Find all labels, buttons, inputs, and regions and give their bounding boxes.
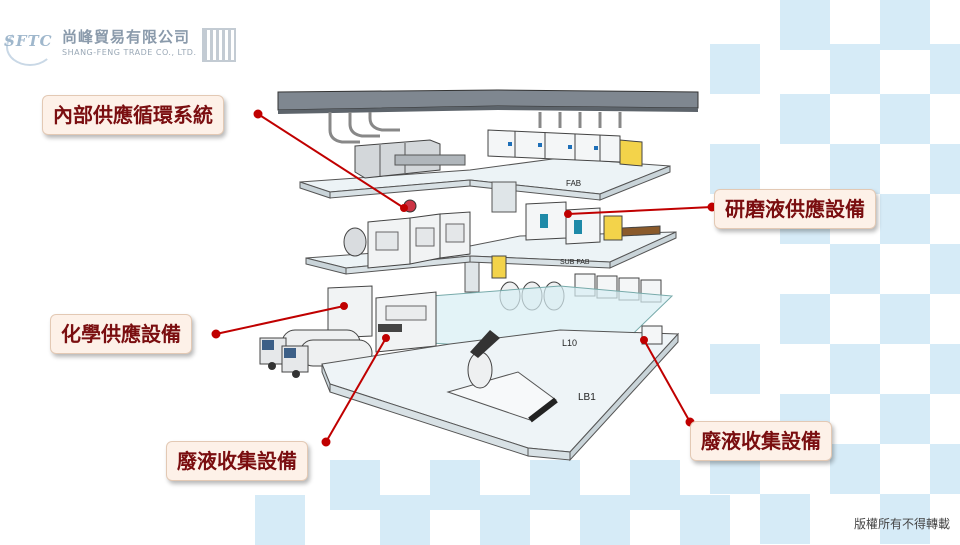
qr-code-icon — [202, 28, 236, 62]
ceiling-duct — [277, 89, 699, 114]
fab-tools — [354, 129, 643, 179]
background-tile — [830, 244, 880, 294]
background-tile — [760, 494, 810, 544]
background-tile — [930, 244, 960, 294]
background-tile — [930, 144, 960, 194]
background-tile — [580, 495, 630, 545]
callout-slurry-supply-equipment: 研磨液供應設備 — [714, 189, 876, 229]
background-tile — [780, 94, 830, 144]
background-tile — [830, 344, 880, 394]
lb1-floor — [321, 329, 680, 462]
logo-swoosh-icon — [6, 28, 54, 66]
background-tile — [880, 0, 930, 50]
background-tile — [530, 460, 580, 510]
background-tile — [330, 460, 380, 510]
floor-label-lb1: LB1 — [578, 392, 596, 403]
background-tile — [930, 44, 960, 94]
background-tile — [630, 460, 680, 510]
logo-mark: SFTC — [4, 32, 53, 50]
background-tile — [830, 444, 880, 494]
duct-pipes — [328, 112, 622, 144]
company-logo: SFTC 尚峰貿易有限公司 SHANG-FENG TRADE CO., LTD. — [4, 26, 244, 70]
callout-leader-lines — [211, 109, 717, 447]
callout-internal-supply-system: 內部供應循環系統 — [42, 95, 224, 135]
floor-label-l10: L10 — [562, 338, 577, 348]
background-tile — [380, 495, 430, 545]
floor-label-fab: FAB — [566, 179, 581, 188]
internal-supply-cabinets — [343, 199, 471, 269]
background-tile — [880, 394, 930, 444]
background-tile — [930, 344, 960, 394]
background-tile — [930, 444, 960, 494]
background-tile — [880, 194, 930, 244]
chemical-supply-units — [327, 285, 437, 353]
background-tile — [880, 94, 930, 144]
background-tile — [430, 460, 480, 510]
background-tile — [780, 294, 830, 344]
callout-chemical-supply-equipment: 化學供應設備 — [50, 314, 192, 354]
background-tile — [710, 344, 760, 394]
slurry-supply-cabinets — [525, 201, 661, 245]
background-tile — [710, 44, 760, 94]
background-tile — [710, 144, 760, 194]
building-columns — [464, 181, 517, 293]
background-tile — [480, 495, 530, 545]
floor-label-sub-fab: SUB FAB — [560, 259, 590, 266]
company-name: 尚峰貿易有限公司 — [62, 28, 191, 46]
background-tile — [255, 495, 305, 545]
background-tile — [880, 294, 930, 344]
background-tile — [680, 495, 730, 545]
background-tile — [830, 44, 880, 94]
callout-waste-collection-right: 廢液收集設備 — [690, 421, 832, 461]
copyright-notice: 版權所有不得轉載 — [853, 517, 950, 531]
callout-waste-collection-left: 廢液收集設備 — [166, 441, 308, 481]
company-name-en: SHANG-FENG TRADE CO., LTD. — [62, 48, 197, 57]
background-tile — [880, 494, 930, 544]
background-tile — [830, 144, 880, 194]
background-tile — [780, 0, 830, 50]
